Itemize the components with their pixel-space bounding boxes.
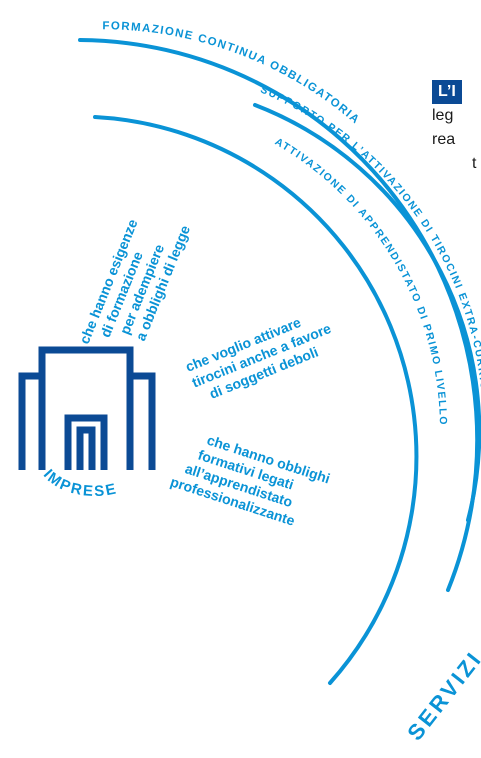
side-line: rea	[432, 131, 456, 148]
blurb-tirocini: che voglio attivare tirocini anche a fav…	[183, 303, 343, 406]
inner-arc-label: ATTIVAZIONE DI APPRENDISTATO DI PRIMO LI…	[273, 136, 449, 427]
svg-text:che hanno obblighi forma: che hanno obblighi formativi legati all’…	[168, 425, 335, 536]
outer-arc-label: FORMAZIONE CONTINUA OBBLIGATORIA	[102, 20, 362, 127]
svg-text:SERVIZI: SERVIZI	[402, 646, 481, 745]
blurb-obblighi-legge: che hanno esigenze di formazione per ade…	[76, 204, 193, 365]
inner-arc	[93, 115, 419, 685]
svg-text:che voglio attivare tiro: che voglio attivare tirocini anche a fav…	[183, 303, 343, 406]
imprese-label: IMPRESE	[40, 466, 119, 500]
side-line: leg	[432, 107, 454, 124]
side-line: t	[472, 155, 477, 172]
side-paragraph: L’I leg rea t	[432, 80, 481, 176]
side-tag: L’I	[432, 80, 462, 104]
building-icon	[18, 346, 156, 470]
svg-text:che hanno esigenze di fo: che hanno esigenze di formazione per ade…	[76, 204, 193, 365]
servizi-label: SERVIZI	[402, 646, 481, 745]
blurb-apprendistato: che hanno obblighi formativi legati all’…	[168, 425, 335, 536]
middle-arc	[253, 103, 481, 522]
